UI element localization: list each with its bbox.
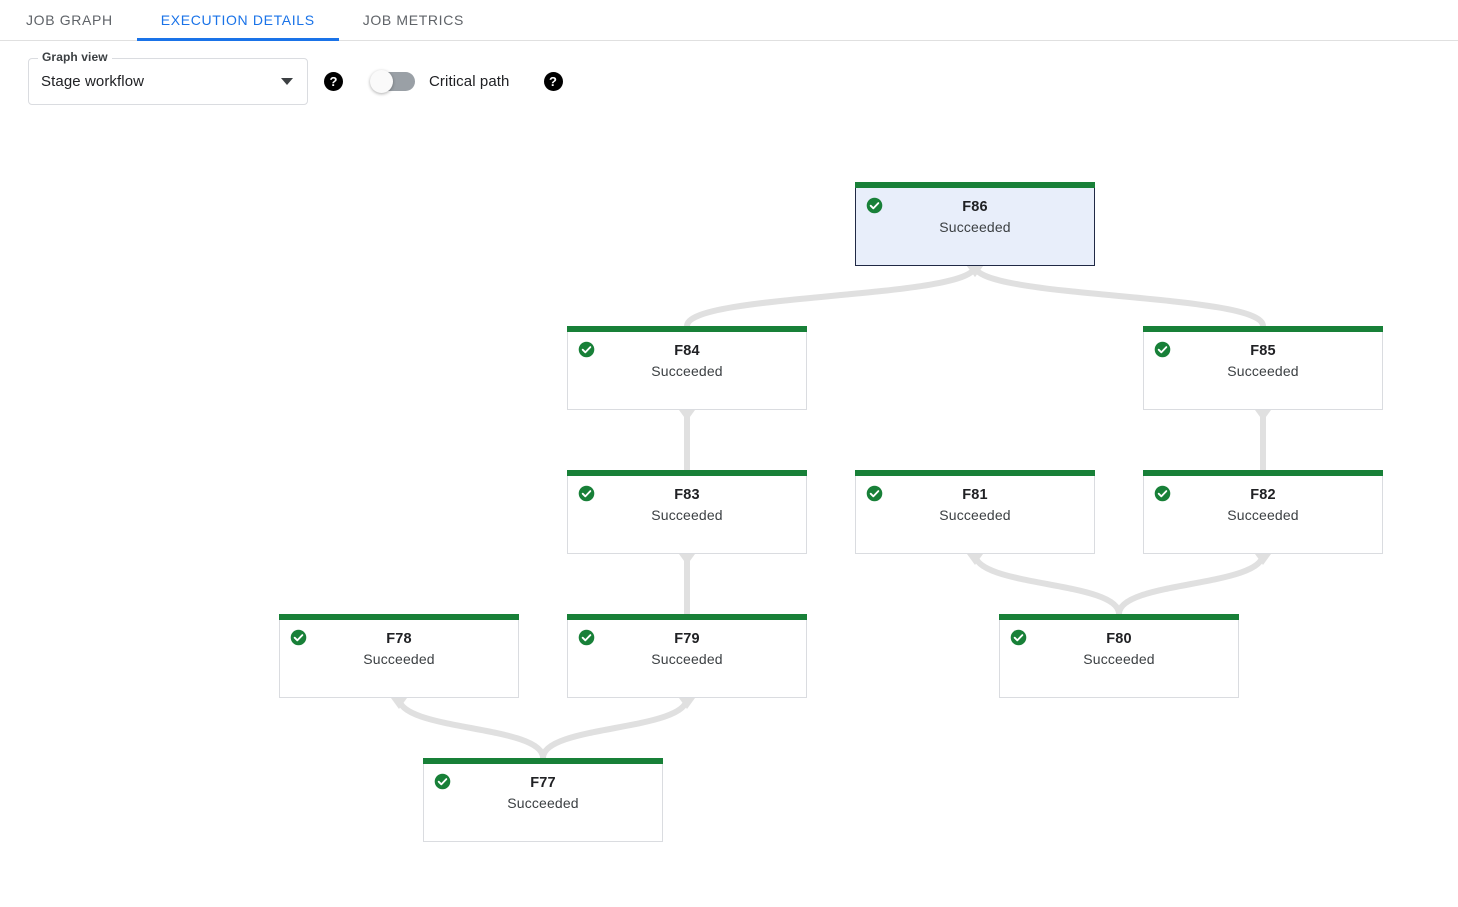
stage-status-bar (855, 470, 1095, 476)
stage-node-id: F83 (674, 487, 700, 503)
stage-node-status: Succeeded (363, 651, 435, 667)
stage-node-id: F82 (1250, 487, 1276, 503)
graph-view-help-icon[interactable]: ? (324, 72, 343, 91)
stage-status-bar (567, 326, 807, 332)
tab-job-graph[interactable]: JOB GRAPH (0, 0, 137, 40)
edge-f79-to-f77 (540, 697, 690, 759)
stage-node-id: F81 (962, 487, 988, 503)
check-circle-icon (578, 341, 595, 358)
stage-node-status: Succeeded (1083, 651, 1155, 667)
critical-path-help-icon[interactable]: ? (543, 72, 563, 91)
stage-status-bar (567, 614, 807, 620)
stage-node-id: F79 (674, 631, 700, 647)
edge-source-flare (967, 266, 983, 277)
stage-node-status: Succeeded (507, 795, 579, 811)
stage-node-status: Succeeded (651, 363, 723, 379)
edge-f82-to-f80 (1116, 553, 1266, 615)
edge-f86-to-f85 (972, 264, 1266, 328)
graph-view-value: Stage workflow (41, 73, 145, 90)
critical-path-label: Critical path (429, 73, 510, 90)
stage-status-bar (423, 758, 663, 764)
stage-node-id: F84 (674, 343, 700, 359)
check-circle-icon (578, 629, 595, 646)
graph-view-select[interactable]: Graph view Stage workflow (28, 51, 308, 105)
check-circle-icon (1154, 341, 1171, 358)
stage-status-bar (1143, 326, 1383, 332)
edge-source-flare (679, 410, 695, 421)
stage-status-bar (567, 470, 807, 476)
graph-view-label: Graph view (38, 51, 112, 63)
edge-f81-to-f80 (972, 553, 1122, 615)
edge-source-flare (391, 698, 407, 709)
stage-node-status: Succeeded (651, 651, 723, 667)
tab-bar: JOB GRAPH EXECUTION DETAILS JOB METRICS (0, 0, 1458, 41)
stage-node-status: Succeeded (1227, 507, 1299, 523)
stage-status-bar (279, 614, 519, 620)
edge-source-flare (679, 698, 695, 709)
stage-node-status: Succeeded (1227, 363, 1299, 379)
stage-status-bar (855, 182, 1095, 188)
chevron-down-icon (281, 78, 293, 85)
stage-status-bar (1143, 470, 1383, 476)
check-circle-icon (866, 485, 883, 502)
edge-f78-to-f77 (396, 697, 546, 759)
toggle-thumb (370, 70, 393, 93)
check-circle-icon (434, 773, 451, 790)
stage-node-id: F78 (386, 631, 412, 647)
edge-source-flare (967, 266, 983, 277)
graph-toolbar: Graph view Stage workflow ? Critical pat… (0, 41, 1458, 122)
edge-source-flare (679, 554, 695, 565)
critical-path-toggle[interactable] (370, 70, 415, 93)
stage-node-id: F77 (530, 775, 556, 791)
edge-f86-to-f84 (684, 264, 978, 328)
tab-job-metrics[interactable]: JOB METRICS (339, 0, 488, 40)
edge-source-flare (967, 554, 983, 565)
stage-node-id: F85 (1250, 343, 1276, 359)
edge-source-flare (1255, 554, 1271, 565)
stage-node-status: Succeeded (939, 507, 1011, 523)
check-circle-icon (290, 629, 307, 646)
check-circle-icon (1154, 485, 1171, 502)
check-circle-icon (866, 197, 883, 214)
stage-node-id: F86 (962, 199, 988, 215)
check-circle-icon (1010, 629, 1027, 646)
tab-execution-details[interactable]: EXECUTION DETAILS (136, 0, 339, 41)
critical-path-toggle-group: Critical path (370, 70, 510, 93)
check-circle-icon (578, 485, 595, 502)
edge-source-flare (1255, 410, 1271, 421)
stage-node-status: Succeeded (939, 219, 1011, 235)
stage-node-id: F80 (1106, 631, 1132, 647)
stage-node-status: Succeeded (651, 507, 723, 523)
stage-status-bar (999, 614, 1239, 620)
